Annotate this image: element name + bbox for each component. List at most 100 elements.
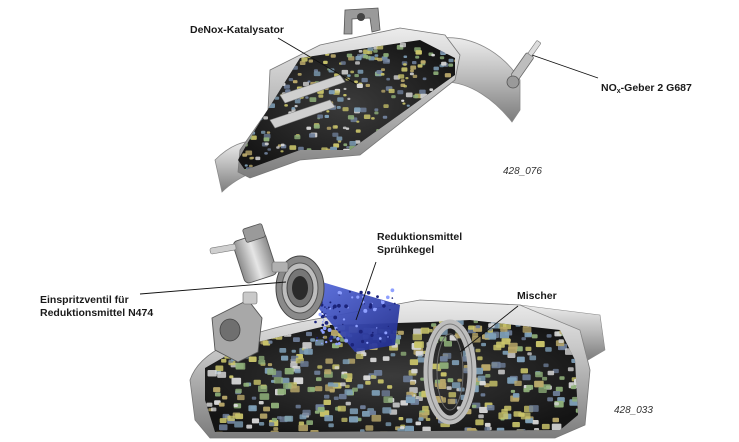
pellet: [315, 386, 323, 392]
spray-droplet: [376, 295, 379, 298]
pellet: [337, 140, 342, 143]
pellet: [316, 377, 322, 382]
pellet: [420, 327, 430, 334]
pellet: [457, 378, 462, 382]
pellet: [332, 125, 338, 129]
spray-droplet: [321, 342, 323, 345]
pellet: [543, 384, 551, 390]
pellet: [298, 163, 305, 168]
pellet: [333, 143, 340, 148]
pellet: [294, 105, 298, 108]
pellet: [231, 377, 242, 385]
pellet: [487, 327, 493, 331]
pellet: [475, 348, 481, 353]
pellet: [412, 333, 422, 341]
pellet: [328, 423, 334, 428]
spray-droplet: [326, 308, 328, 310]
pellet: [575, 408, 578, 413]
pellet: [274, 53, 278, 57]
pellet: [412, 127, 418, 131]
pellet: [400, 162, 407, 167]
pellet: [370, 155, 376, 160]
pellet: [257, 85, 265, 91]
pellet: [357, 69, 364, 74]
pellet: [298, 424, 308, 432]
pellet: [234, 421, 244, 428]
pellet: [371, 414, 382, 422]
pellet: [237, 394, 245, 401]
mixer-ring: [423, 319, 477, 425]
pellet: [349, 141, 357, 146]
pellet: [267, 340, 273, 344]
pellet: [449, 120, 455, 125]
pellet: [248, 356, 257, 362]
pellet: [333, 396, 339, 400]
pellet: [403, 143, 408, 147]
pellet: [401, 67, 408, 72]
pellet: [373, 49, 378, 53]
pellet: [385, 422, 392, 427]
pellet: [299, 40, 306, 46]
pellet: [345, 384, 350, 388]
pellet: [355, 129, 361, 133]
pellet: [409, 387, 418, 394]
pellet: [259, 422, 265, 426]
pellet: [381, 390, 390, 397]
pellet: [477, 375, 486, 382]
pellet: [349, 408, 358, 415]
pellet: [323, 60, 328, 64]
pellet: [332, 383, 339, 388]
pellet: [521, 337, 526, 341]
spray-droplet: [390, 288, 395, 293]
pellet: [508, 346, 517, 354]
label-nox-suffix: -Geber 2 G687: [620, 82, 692, 94]
spray-droplet: [384, 331, 388, 335]
pellet: [238, 122, 242, 125]
pellet: [355, 353, 364, 359]
spray-droplet: [324, 321, 329, 325]
pellet: [248, 93, 252, 97]
pellet: [270, 62, 277, 68]
pellet: [244, 120, 250, 124]
pellet: [306, 126, 312, 130]
spray-droplet: [343, 337, 345, 339]
pellet: [213, 387, 221, 393]
spray-droplet: [328, 337, 332, 341]
spray-droplet: [321, 323, 325, 327]
pellet: [279, 348, 287, 353]
pellet: [393, 130, 401, 136]
spray-droplet: [389, 309, 391, 311]
pellet: [403, 55, 408, 58]
pellet: [486, 405, 495, 411]
pellet: [323, 159, 329, 164]
pellet: [246, 424, 253, 429]
pellet: [514, 380, 522, 386]
spray-droplet: [342, 323, 344, 326]
pellet: [324, 415, 333, 422]
pellet: [410, 65, 417, 70]
spray-droplet: [363, 308, 368, 313]
pellet: [400, 351, 407, 356]
pellet: [258, 96, 264, 101]
leader-line-injector: [139, 281, 287, 295]
pellet: [513, 411, 522, 417]
pellet: [433, 71, 439, 75]
pellet: [350, 70, 354, 74]
pellet: [252, 45, 257, 49]
pellet: [304, 348, 313, 355]
spray-droplet: [337, 303, 341, 308]
pellet: [274, 96, 280, 100]
spray-droplet: [369, 303, 373, 307]
pellet: [291, 107, 296, 110]
pellet: [306, 331, 312, 337]
pellet: [273, 171, 278, 174]
pellet: [294, 368, 301, 374]
spray-droplet: [321, 311, 323, 313]
pellet: [410, 69, 414, 73]
pellet: [343, 94, 347, 97]
pellet: [439, 56, 445, 60]
pellet: [441, 154, 449, 159]
pellet: [347, 115, 355, 120]
pellet: [210, 407, 217, 412]
spray-droplet: [379, 340, 382, 343]
